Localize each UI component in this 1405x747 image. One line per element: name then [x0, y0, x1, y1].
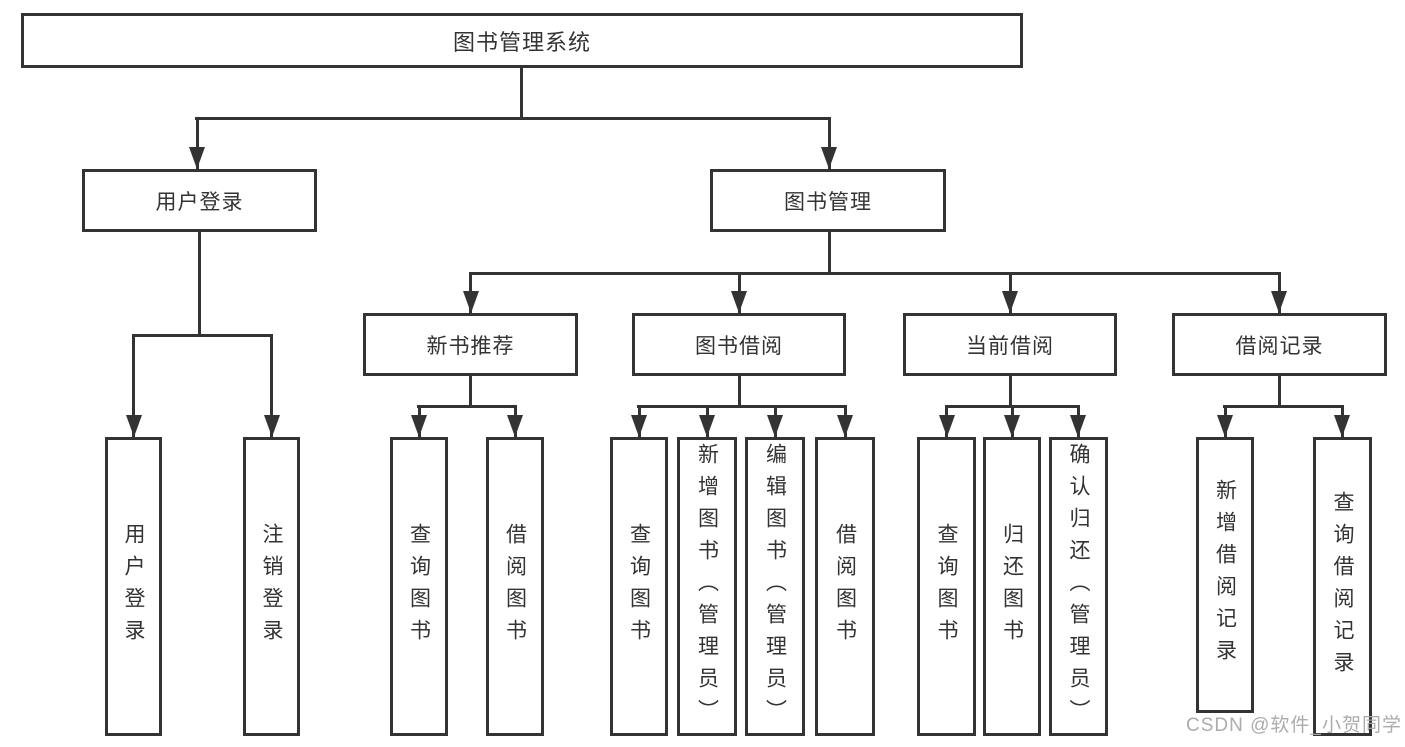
csdn-watermark: CSDN @软件_小贺同学	[1186, 715, 1402, 736]
leaf-query-borrow-record: 查询借阅记录	[1313, 437, 1372, 736]
leaf-user-login: 用户登录	[105, 437, 162, 736]
arrowhead-icon	[1334, 415, 1350, 437]
arrowhead-icon	[189, 147, 205, 169]
node-label: 归还图书	[1000, 522, 1024, 651]
node-new-book-recommend: 新书推荐	[363, 313, 578, 376]
connector-line	[1009, 376, 1012, 408]
node-label: 图书借阅	[695, 334, 783, 358]
arrowhead-icon	[731, 291, 747, 313]
node-label: 当前借阅	[966, 334, 1054, 358]
node-label: 编辑图书（管理员）	[763, 442, 787, 731]
node-current-borrow: 当前借阅	[903, 313, 1117, 376]
node-label: 注销登录	[260, 522, 283, 651]
leaf-logout: 注销登录	[243, 437, 300, 736]
node-label: 确认归还（管理员）	[1067, 442, 1090, 731]
connector-line	[828, 232, 831, 275]
connector-line	[637, 405, 847, 408]
leaf-borrow-books: 借阅图书	[815, 437, 875, 736]
node-label: 用户登录	[122, 522, 145, 651]
arrowhead-icon	[837, 415, 853, 437]
arrowhead-icon	[1002, 291, 1018, 313]
arrowhead-icon	[1070, 415, 1086, 437]
connector-line	[132, 337, 135, 437]
connector-line	[828, 120, 831, 169]
connector-line	[469, 376, 472, 408]
connector-line	[198, 232, 201, 337]
connector-line	[945, 405, 1080, 408]
node-root-library-system: 图书管理系统	[21, 13, 1023, 68]
arrowhead-icon	[507, 415, 523, 437]
node-label: 查询借阅记录	[1331, 490, 1354, 683]
node-label: 查询图书	[627, 522, 651, 651]
connector-line	[738, 376, 741, 408]
connector-line	[469, 272, 1281, 275]
arrowhead-icon	[939, 415, 955, 437]
node-label: 借阅图书	[503, 522, 527, 651]
arrowhead-icon	[463, 291, 479, 313]
connector-line	[132, 334, 273, 337]
arrowhead-icon	[1271, 291, 1287, 313]
connector-line	[270, 337, 273, 437]
arrowhead-icon	[631, 415, 647, 437]
arrowhead-icon	[264, 415, 280, 437]
connector-line	[1278, 376, 1281, 408]
arrowhead-icon	[821, 147, 837, 169]
node-label: 新增图书（管理员）	[695, 442, 719, 731]
leaf-borrow-books-recommend: 借阅图书	[486, 437, 544, 736]
leaf-add-books-admin: 新增图书（管理员）	[677, 437, 737, 736]
leaf-confirm-return-admin: 确认归还（管理员）	[1049, 437, 1108, 736]
node-label: 新增借阅记录	[1213, 479, 1237, 671]
node-user-login: 用户登录	[82, 169, 317, 232]
node-label: 图书管理	[784, 190, 872, 214]
leaf-query-books-borrow: 查询图书	[610, 437, 668, 736]
arrowhead-icon	[699, 415, 715, 437]
connector-line	[196, 120, 199, 169]
node-label: 新书推荐	[426, 334, 515, 358]
node-book-management: 图书管理	[710, 169, 946, 232]
leaf-edit-books-admin: 编辑图书（管理员）	[745, 437, 805, 736]
node-label: 用户登录	[155, 190, 244, 214]
arrowhead-icon	[1004, 415, 1020, 437]
node-label: 图书管理系统	[452, 29, 591, 55]
arrowhead-icon	[411, 415, 427, 437]
leaf-return-books: 归还图书	[983, 437, 1041, 736]
connector-line	[1223, 405, 1344, 408]
leaf-add-borrow-record: 新增借阅记录	[1196, 437, 1254, 713]
node-label: 查询图书	[407, 522, 431, 651]
node-label: 借阅图书	[833, 522, 857, 651]
connector-line	[520, 68, 523, 120]
node-borrow-records: 借阅记录	[1172, 313, 1387, 376]
leaf-query-books-current: 查询图书	[917, 437, 976, 736]
arrowhead-icon	[126, 415, 142, 437]
arrowhead-icon	[1217, 415, 1233, 437]
connector-line	[195, 117, 831, 120]
leaf-query-books-recommend: 查询图书	[390, 437, 448, 736]
node-label: 借阅记录	[1235, 334, 1324, 358]
connector-line	[417, 405, 517, 408]
arrowhead-icon	[767, 415, 783, 437]
node-label: 查询图书	[935, 522, 958, 651]
node-book-borrow: 图书借阅	[632, 313, 846, 376]
